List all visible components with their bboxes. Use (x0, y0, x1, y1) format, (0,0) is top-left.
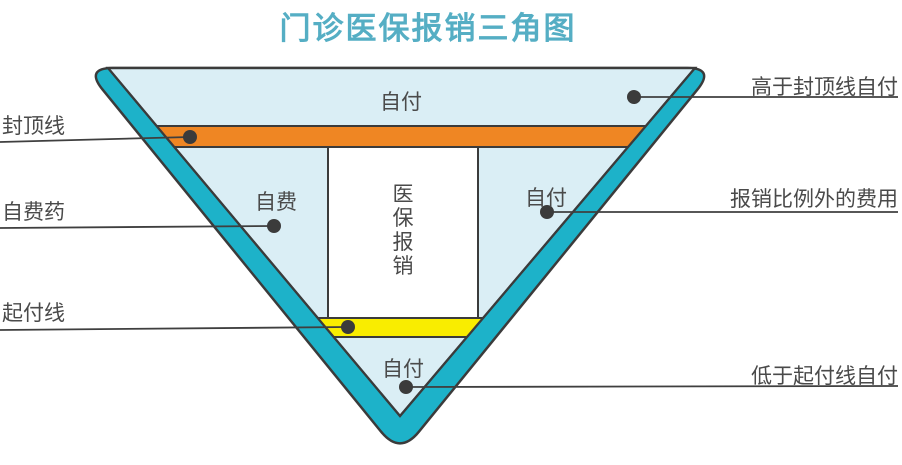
label-outside-ratio-expense: 报销比例外的费用 (730, 188, 898, 211)
cap-line-bar (129, 125, 671, 148)
label-above-cap-selfpay: 高于封顶线自付 (751, 76, 898, 99)
region-label-right-selfpay: 自付 (525, 187, 567, 210)
region-label-left-selffunded: 自费 (255, 191, 297, 214)
leader-line-selfpaid-drugs (0, 225, 275, 229)
label-cap-line: 封顶线 (2, 115, 65, 138)
label-selfpaid-drugs: 自费药 (2, 201, 65, 224)
inner-triangle-outline (105, 66, 698, 418)
region-label-bottom-selfpay: 自付 (382, 358, 424, 381)
leader-line-cap (0, 136, 191, 143)
page-title: 门诊医保报销三角图 (279, 11, 577, 46)
label-below-deductible-selfpay: 低于起付线自付 (751, 365, 898, 388)
center-label-insurance-reimbursement: 医保报销 (392, 183, 414, 278)
label-deductible-line: 起付线 (2, 302, 65, 325)
region-label-top-selfpay: 自付 (380, 91, 422, 114)
reimbursement-box (327, 146, 479, 319)
leader-dot-above-cap (627, 90, 641, 104)
leader-dot-below-deductible (399, 380, 413, 394)
leader-dot-selfpaid-drugs (267, 219, 281, 233)
leader-dot-deductible (341, 320, 355, 334)
leader-dot-cap (183, 130, 197, 144)
leader-line-below-deductible (405, 385, 899, 388)
leader-dot-outside-ratio (540, 205, 554, 219)
leader-line-deductible (0, 326, 349, 331)
